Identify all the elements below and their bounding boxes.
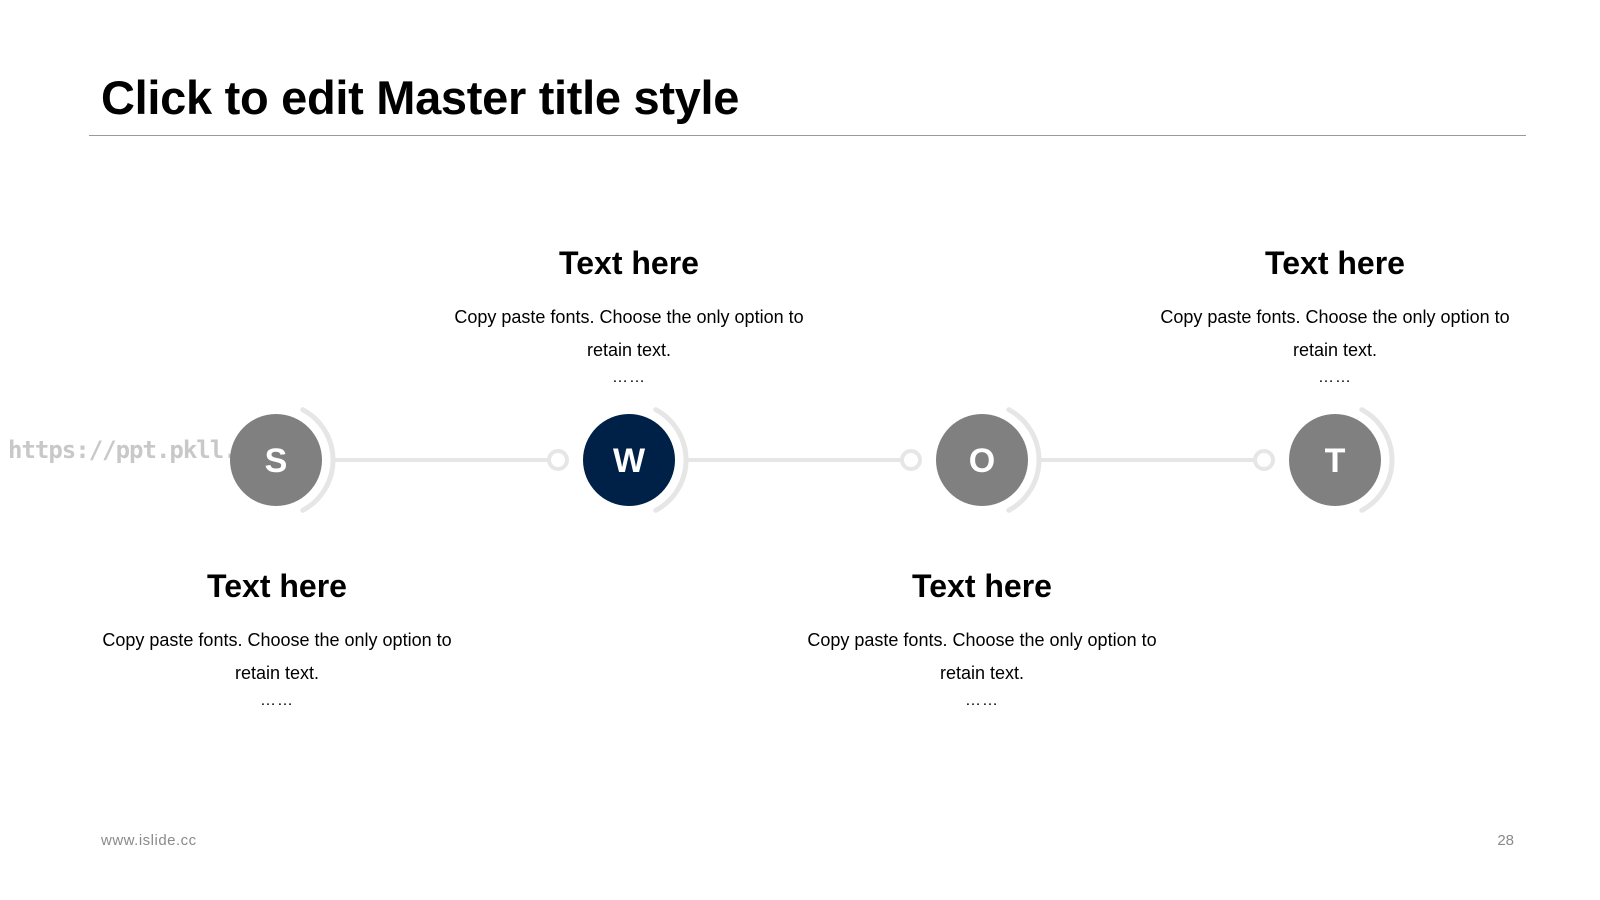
step-description: Copy paste fonts. Choose the only option… (102, 630, 452, 683)
step-text-s: Text here Copy paste fonts. Choose the o… (87, 570, 467, 709)
timeline-connectors (331, 449, 1275, 471)
step-node-letter: S (265, 442, 288, 480)
page-number: 28 (1497, 832, 1514, 849)
step-ellipsis: …… (260, 692, 294, 709)
step-heading: Text here (207, 568, 347, 604)
watermark-text: https://ppt.pkll.de (8, 436, 265, 464)
step-text-o: Text here Copy paste fonts. Choose the o… (792, 570, 1172, 709)
node-arc (300, 407, 336, 513)
step-node-t (1289, 414, 1381, 506)
title-divider (89, 135, 1526, 136)
step-description: Copy paste fonts. Choose the only option… (1160, 307, 1510, 360)
step-heading: Text here (559, 245, 699, 281)
step-node-s (230, 414, 322, 506)
step-ellipsis: …… (1318, 369, 1352, 386)
step-node-o (936, 414, 1028, 506)
footer-website: www.islide.cc (101, 832, 197, 849)
step-heading: Text here (1265, 245, 1405, 281)
step-description: Copy paste fonts. Choose the only option… (807, 630, 1157, 683)
connector-end-dot (900, 449, 922, 471)
node-arc (653, 407, 689, 513)
step-text-w: Text here Copy paste fonts. Choose the o… (439, 247, 819, 386)
step-text-t: Text here Copy paste fonts. Choose the o… (1145, 247, 1525, 386)
step-node-w (583, 414, 675, 506)
step-ellipsis: …… (612, 369, 646, 386)
node-arc (1006, 407, 1042, 513)
connector-end-dot (1253, 449, 1275, 471)
step-description: Copy paste fonts. Choose the only option… (454, 307, 804, 360)
step-heading: Text here (912, 568, 1052, 604)
slide-title: Click to edit Master title style (101, 71, 740, 124)
node-arc (1359, 407, 1395, 513)
step-ellipsis: …… (965, 692, 999, 709)
step-node-letter: T (1325, 442, 1346, 480)
connector-end-dot (547, 449, 569, 471)
step-node-letter: W (613, 442, 646, 480)
step-node-letter: O (969, 442, 995, 480)
